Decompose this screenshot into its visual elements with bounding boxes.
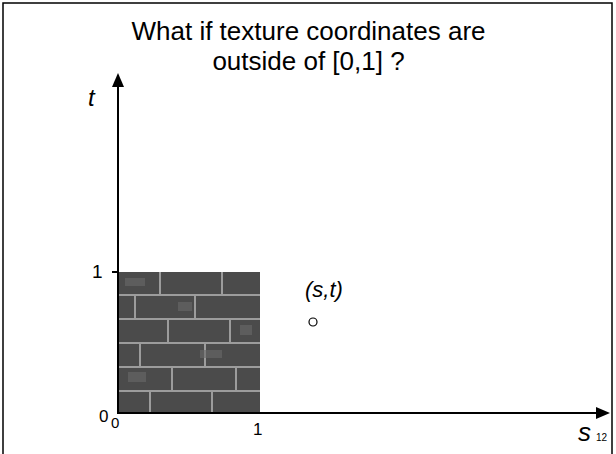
- tick-label: 0: [111, 414, 119, 431]
- slide-title: What if texture coordinates are outside …: [126, 16, 491, 76]
- brick-texture: [118, 272, 260, 413]
- slide-number: 12: [596, 432, 607, 444]
- sample-point: [309, 318, 317, 326]
- point-label: (s,t): [305, 277, 343, 302]
- slide-frame: [3, 3, 612, 454]
- axis-name: t: [88, 84, 95, 112]
- tick-label: 0: [99, 407, 108, 427]
- axes: [112, 73, 610, 419]
- tick-label: 1: [253, 420, 262, 440]
- axis-name: s: [578, 418, 591, 448]
- tick-label: 1: [92, 261, 103, 283]
